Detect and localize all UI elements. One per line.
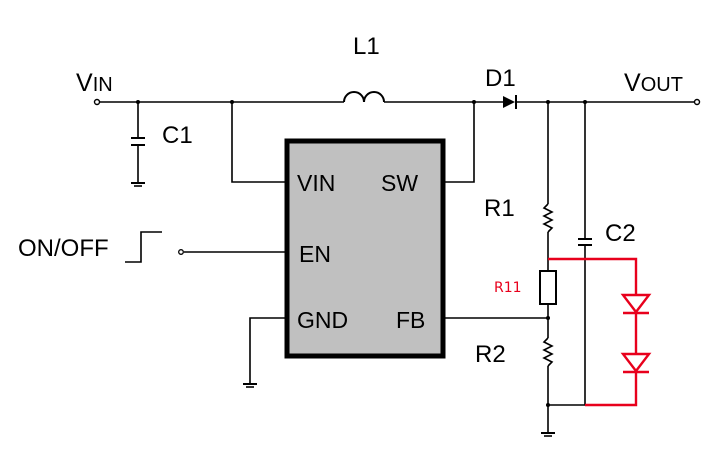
led-icon xyxy=(620,293,652,314)
input-rail xyxy=(93,98,503,106)
pin-vin-label: VIN xyxy=(297,170,335,196)
cap-c1-label: C1 xyxy=(162,122,193,149)
sw-pin-wire xyxy=(443,102,475,183)
onoff-input xyxy=(125,231,287,263)
diode-label: D1 xyxy=(485,65,516,92)
ic-body xyxy=(284,138,446,359)
vout-terminal xyxy=(693,98,701,106)
resistor-r11 xyxy=(539,270,557,318)
inductor-l1 xyxy=(343,91,385,103)
capacitor-c1 xyxy=(131,102,145,187)
pin-sw-label: SW xyxy=(381,170,418,196)
led-icon xyxy=(620,352,652,373)
ic-chip xyxy=(284,138,446,359)
step-icon xyxy=(125,231,162,263)
resistor-r2 xyxy=(541,318,555,437)
vin-pin-wire xyxy=(231,102,287,183)
res-r11-label: R11 xyxy=(494,280,522,296)
added-led-string xyxy=(548,257,652,407)
cap-c2-label: C2 xyxy=(605,220,636,247)
capacitor-c2 xyxy=(548,102,592,406)
ic-ground xyxy=(243,317,287,388)
resistor-r1 xyxy=(542,102,554,271)
pin-fb-label: FB xyxy=(396,307,425,333)
pin-gnd-label: GND xyxy=(297,307,348,333)
vin-terminal xyxy=(93,98,101,106)
vin-label: VIN xyxy=(76,69,113,97)
pin-en-label: EN xyxy=(299,241,331,267)
onoff-label: ON/OFF xyxy=(18,235,109,262)
res-r2-label: R2 xyxy=(475,341,506,368)
inductor-label: L1 xyxy=(353,33,380,60)
vout-label: VOUT xyxy=(624,69,683,97)
diode-d1 xyxy=(503,95,701,109)
res-r1-label: R1 xyxy=(484,195,515,222)
